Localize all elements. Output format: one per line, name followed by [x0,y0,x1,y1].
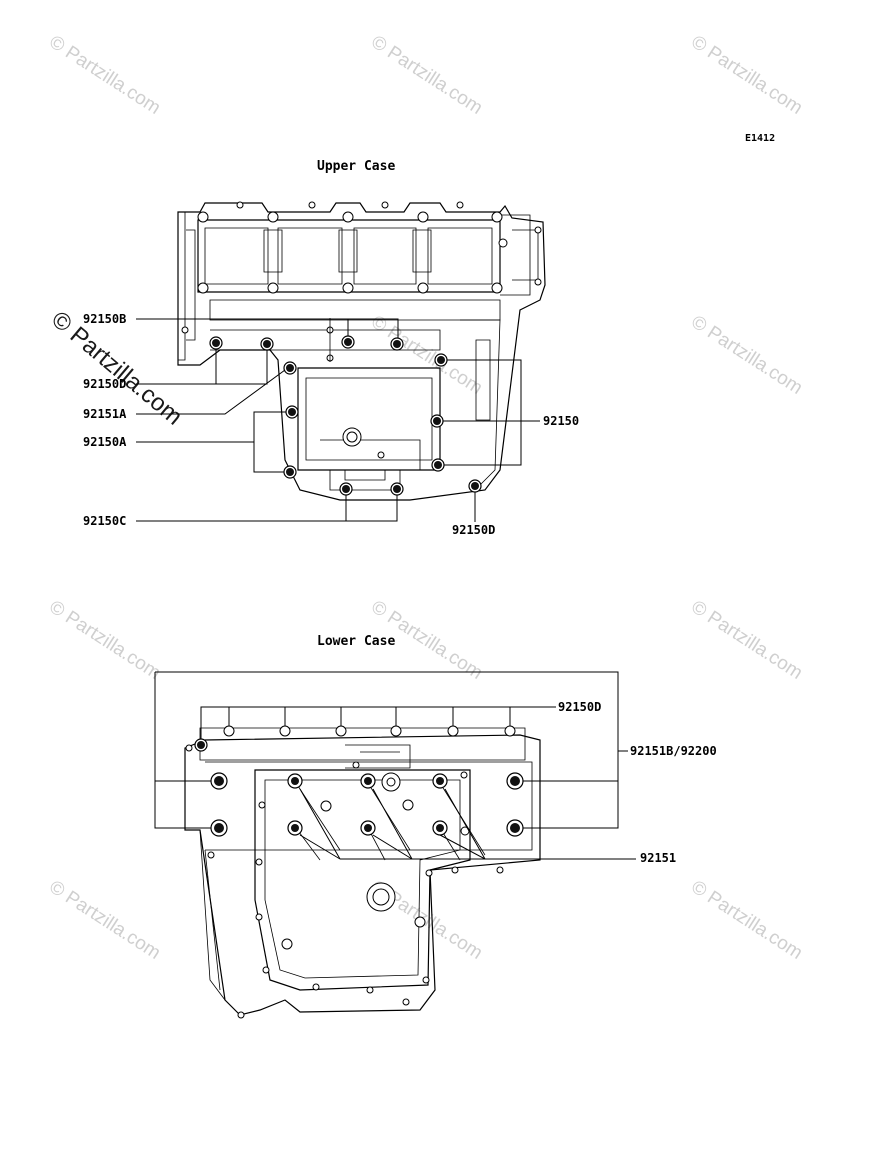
callout-92150: 92150 [543,414,579,428]
callout-92150D-bottom: 92150D [452,523,495,537]
watermark: © Partzilla.com [687,877,806,964]
watermark: © Partzilla.com [687,597,806,684]
figure-code: E1412 [745,133,775,144]
callout-92150C: 92150C [83,514,126,528]
upper-case-title: Upper Case [317,159,395,174]
watermark: © Partzilla.com [367,32,486,119]
watermark: © Partzilla.com [367,312,486,399]
callout-92151: 92151 [640,851,676,865]
callout-92151A: 92151A [83,407,127,421]
watermark: © Partzilla.com [687,312,806,399]
watermark: © Partzilla.com [687,32,806,119]
watermark: © Partzilla.com [45,597,164,684]
upper-leader-lines [136,318,540,522]
lower-case-drawing [184,725,541,1019]
callout-92150B: 92150B [83,312,126,326]
lower-case-title: Lower Case [317,634,395,649]
callout-92150A: 92150A [83,435,127,449]
callout-lower-92150D: 92150D [558,700,601,714]
upper-case-drawing [177,201,546,501]
callout-92151B-92200: 92151B/92200 [630,744,717,758]
watermark: © Partzilla.com [45,877,164,964]
watermark: © Partzilla.com [45,32,164,119]
lower-leader-lines [154,671,636,860]
callout-92150D-left: 92150D [83,377,126,391]
